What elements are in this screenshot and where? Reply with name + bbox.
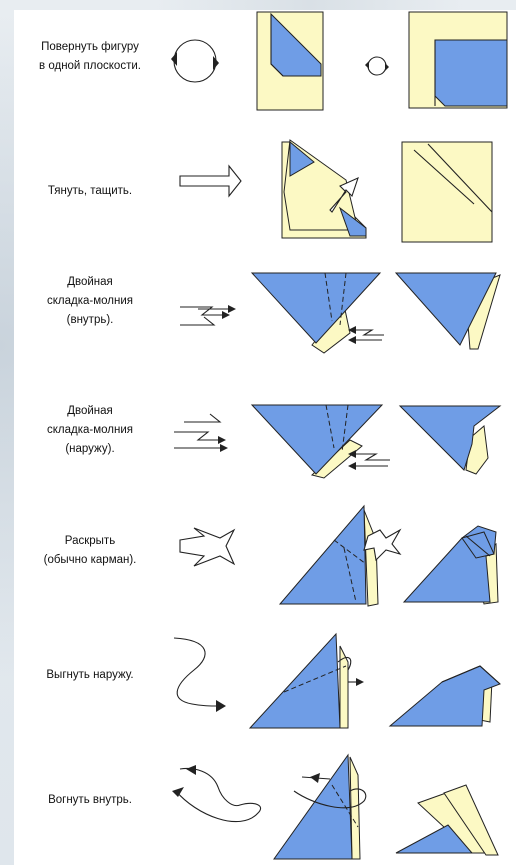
inside-reverse-figure bbox=[172, 753, 499, 860]
rotate-small-icon bbox=[365, 56, 389, 76]
row-pull: Тянуть, тащить. bbox=[14, 120, 516, 245]
model-inside-reverse-result bbox=[395, 784, 499, 856]
row-zigzag-out: Двойная складка-молния (наружу). bbox=[14, 360, 516, 480]
model-before bbox=[256, 11, 324, 111]
row-label: Тянуть, тащить. bbox=[14, 182, 166, 201]
model-open-pocket-result bbox=[402, 525, 499, 605]
row-inside-reverse: Вогнуть внутрь. bbox=[14, 735, 516, 865]
rotate-figure bbox=[171, 11, 508, 111]
pull-figure bbox=[179, 139, 493, 243]
row-zigzag-in: Двойная складка-молния (внутрь). bbox=[14, 245, 516, 360]
zigzag-out-arrow-icon bbox=[174, 413, 228, 452]
model-open-pocket bbox=[278, 504, 402, 607]
loop-arrow-icon bbox=[172, 765, 262, 823]
model-inside-reverse bbox=[273, 753, 367, 860]
zigzag-arrow-icon bbox=[180, 305, 236, 326]
zigzag-small-arrow-icon bbox=[348, 326, 384, 344]
model-outside-reverse bbox=[248, 632, 364, 729]
row-label: Двойная складка-молния (наружу). bbox=[14, 402, 166, 459]
label-line: в одной плоскости. bbox=[39, 60, 141, 72]
label-line: Раскрыть bbox=[64, 535, 116, 547]
label-line: Тянуть, тащить. bbox=[47, 185, 133, 197]
row-open-pocket: Раскрыть (обычно карман). bbox=[14, 480, 516, 610]
row-label: Двойная складка-молния (внутрь). bbox=[14, 273, 166, 330]
diagram-panel: Повернуть фигуру в одной плоскости. bbox=[14, 10, 516, 865]
label-line: (наружу). bbox=[65, 443, 115, 455]
label-line: складка-молния bbox=[47, 295, 133, 307]
pull-arrow-icon bbox=[179, 164, 242, 198]
label-line: Повернуть фигуру bbox=[41, 41, 139, 53]
label-line: (внутрь). bbox=[66, 314, 114, 326]
model-zigzag-out-result bbox=[398, 405, 502, 475]
row-label: Выгнуть наружу. bbox=[14, 666, 166, 685]
open-arrow-icon bbox=[179, 527, 236, 567]
label-line: Вогнуть внутрь. bbox=[48, 794, 132, 806]
zigzag-out-small-arrow-icon bbox=[348, 450, 390, 470]
zigzag-out-figure bbox=[174, 404, 502, 479]
row-label: Вогнуть внутрь. bbox=[14, 791, 166, 810]
model-outside-reverse-result bbox=[388, 665, 501, 727]
label-line: Двойная bbox=[67, 276, 113, 288]
label-line: Выгнуть наружу. bbox=[46, 669, 134, 681]
row-rotate: Повернуть фигуру в одной плоскости. bbox=[14, 10, 516, 120]
label-line: Двойная bbox=[67, 405, 113, 417]
label-line: (обычно карман). bbox=[43, 554, 137, 566]
row-outside-reverse: Выгнуть наружу. bbox=[14, 610, 516, 735]
label-line: складка-молния bbox=[47, 424, 133, 436]
row-label: Повернуть фигуру в одной плоскости. bbox=[14, 38, 166, 76]
model-after bbox=[408, 11, 508, 109]
model-pull-result bbox=[401, 141, 493, 243]
zigzag-in-figure bbox=[180, 272, 501, 354]
rotate-symbol-icon bbox=[171, 39, 219, 83]
model-zigzag-in bbox=[250, 272, 384, 354]
curved-arrow-icon bbox=[173, 637, 226, 712]
open-pocket-figure bbox=[179, 504, 499, 607]
row-label: Раскрыть (обычно карман). bbox=[14, 532, 166, 570]
outside-reverse-figure bbox=[173, 632, 501, 729]
model-zigzag-out bbox=[250, 404, 390, 479]
model-pull bbox=[281, 139, 367, 239]
model-zigzag-in-result bbox=[394, 272, 501, 350]
